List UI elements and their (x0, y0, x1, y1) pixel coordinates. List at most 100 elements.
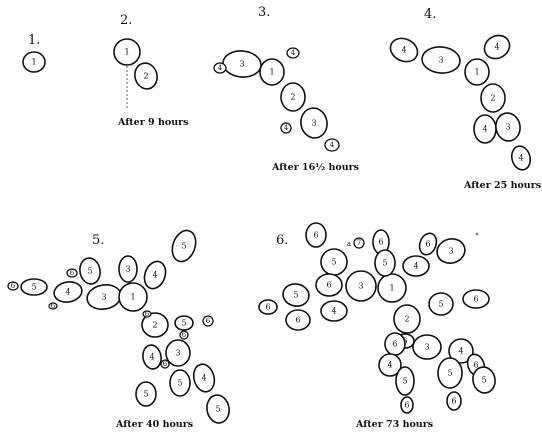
p5-cell-4-label: 1 (130, 293, 135, 302)
p5-cell-6 (118, 255, 138, 283)
p4-cell-4-label: 4 (494, 43, 499, 52)
p3-cell-1-label: 3 (239, 60, 244, 69)
p3-cell-5-label: 4 (291, 49, 296, 57)
p6-cell-22 (395, 366, 415, 396)
p2-cell-1-label: 1 (124, 48, 129, 57)
p6-cell-4-label: 3 (358, 282, 363, 291)
p6-cell-17-label: 4 (458, 347, 463, 356)
panel-1-number: 1. (28, 33, 40, 48)
p5-cell-12-label: 4 (149, 353, 154, 362)
p6-cell-19-label: 4 (387, 361, 392, 370)
p6-cell-7 (374, 249, 396, 277)
p4-cell-5-label: 2 (490, 94, 495, 103)
p6-cell-8 (402, 255, 430, 277)
p6-cell-13 (393, 304, 421, 334)
p6-cell-16 (412, 334, 442, 360)
speck (475, 232, 479, 236)
p1-cell-1 (22, 51, 46, 73)
panel-4-caption: After 25 hours (463, 180, 541, 191)
p3-cell-3 (280, 82, 306, 112)
p5-cell-23 (160, 359, 170, 369)
p3-cell-2 (259, 58, 285, 86)
annotation-a: a (347, 240, 351, 248)
p5-cell-9-label: 2 (152, 321, 157, 330)
p5-cell-21 (179, 330, 189, 340)
panel-5-number: 5. (92, 233, 104, 248)
p6-cell-11 (428, 292, 454, 316)
p5-cell-1-label: 5 (31, 283, 36, 292)
p5-cell-11-label: 3 (175, 349, 180, 358)
p6-cell-26-label: 6 (265, 303, 270, 312)
p6-cell-28-label: 4 (331, 307, 336, 316)
p5-cell-2-label: 4 (65, 288, 70, 297)
p6-cell-2-label: 5 (331, 258, 336, 267)
p6-cell-22-label: 5 (402, 377, 407, 386)
panel-5-caption: After 40 hours (115, 419, 193, 430)
p3-cell-8-label: 4 (330, 141, 335, 149)
p5-cell-15 (135, 381, 157, 407)
p3-cell-4 (300, 107, 328, 139)
p4-cell-8 (510, 145, 532, 171)
p6-cell-17 (448, 338, 474, 364)
p6-cell-3 (315, 273, 343, 297)
p5-cell-13-label: 5 (177, 379, 182, 388)
p5-cell-5 (79, 257, 101, 285)
p6-cell-20-label: 5 (447, 369, 452, 378)
p6-cell-24-label: 6 (451, 397, 456, 406)
p6-cell-10-label: 3 (448, 247, 453, 256)
p6-cell-3-label: 6 (326, 281, 331, 290)
p5-cell-17 (7, 281, 19, 291)
p6-cell-26 (258, 299, 278, 315)
p6-cell-12-label: 6 (473, 295, 478, 304)
p6-cell-9-label: 6 (425, 240, 430, 249)
p5-cell-23-label: 6 (163, 360, 168, 368)
p5-cell-14-label: 4 (201, 374, 206, 383)
p6-cell-5 (377, 273, 407, 303)
p4-cell-2-label: 3 (438, 56, 443, 65)
panel-6-number: 6. (276, 233, 288, 248)
p5-cell-1 (20, 278, 48, 296)
p6-cell-11-label: 5 (438, 300, 443, 309)
p6-cell-25-label: 5 (293, 291, 298, 300)
p5-cell-11 (165, 339, 191, 367)
panel-3-caption: After 16½ hours (271, 162, 359, 173)
p6-cell-20 (437, 357, 463, 389)
p3-cell-7-label: 4 (284, 124, 289, 132)
p6-cell-15-label: 6 (392, 340, 397, 349)
p3-cell-3-label: 2 (290, 93, 295, 102)
p5-cell-12 (142, 344, 162, 370)
p5-cell-10-label: 5 (181, 319, 186, 328)
p4-cell-8-label: 4 (518, 154, 523, 163)
p4-cell-7-label: 3 (505, 123, 510, 132)
p5-cell-16 (206, 394, 230, 424)
panel-2-caption: After 9 hours (117, 117, 188, 128)
p5-cell-5-label: 5 (87, 267, 92, 276)
p6-cell-23-label: 6 (404, 401, 409, 410)
p6-cell-29-label: 7 (357, 239, 361, 247)
p2-cell-1 (113, 38, 141, 66)
p6-cell-9 (418, 232, 438, 256)
p6-cell-18-label: 6 (473, 361, 478, 370)
p5-cell-18 (48, 302, 58, 310)
panel-3-number: 3. (258, 5, 270, 20)
p5-cell-20-label: 6 (145, 310, 150, 318)
p6-cell-27 (285, 309, 311, 331)
p4-cell-5 (480, 83, 506, 113)
p6-cell-5-label: 1 (389, 284, 394, 293)
panel-2-number: 2. (120, 13, 132, 28)
p3-cell-8 (324, 138, 340, 152)
p5-cell-4 (118, 282, 148, 312)
p5-cell-13 (169, 369, 191, 397)
p3-cell-4-label: 3 (311, 119, 316, 128)
panel-4-number: 4. (424, 7, 436, 22)
p6-cell-28 (320, 300, 348, 322)
p5-cell-19 (66, 268, 78, 278)
p6-cell-27-label: 6 (295, 316, 300, 325)
p6-cell-10 (436, 238, 466, 264)
p6-cell-8-label: 4 (413, 262, 418, 271)
p6-cell-1 (305, 222, 327, 248)
p5-cell-16-label: 5 (215, 405, 220, 414)
p6-cell-13-label: 2 (404, 315, 409, 324)
p4-cell-3 (464, 58, 490, 86)
